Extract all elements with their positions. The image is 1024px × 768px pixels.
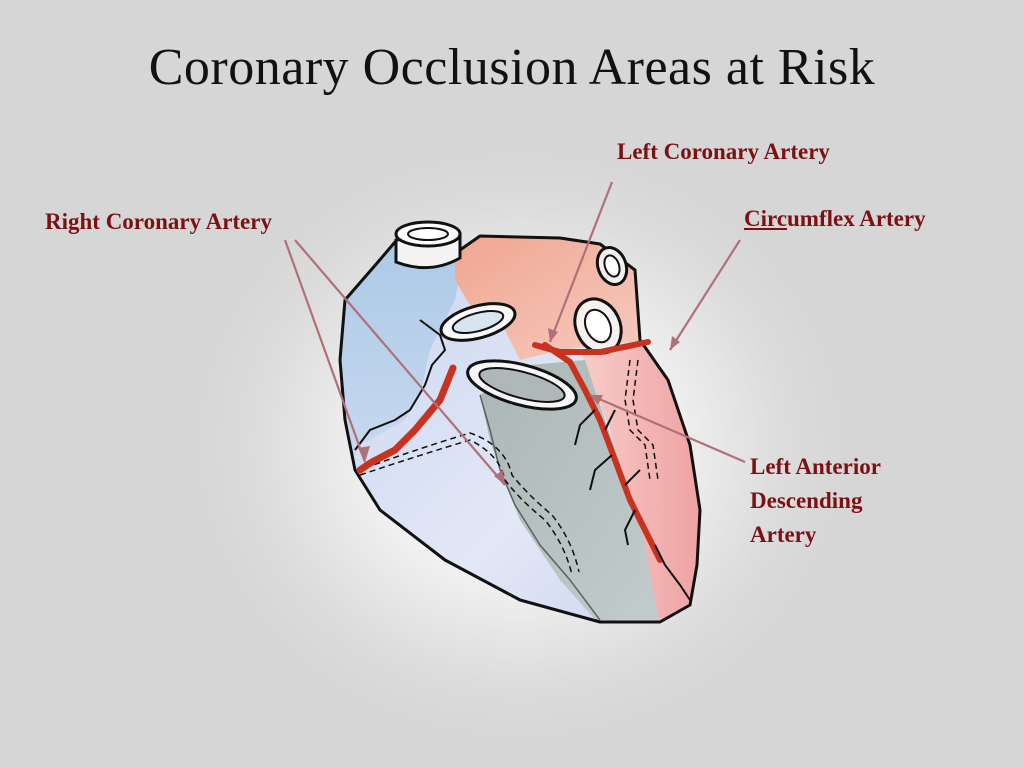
rca-pointer-1 [283,239,367,463]
lad-pointer [589,393,746,464]
coronary-arteries [356,339,663,563]
left-anterior-descending-artery [542,342,663,563]
pointer-arrowheads [358,328,680,485]
label-left-coronary-artery: Left Coronary Artery [617,139,830,164]
label-circumflex-rest: umflex Artery [787,206,926,231]
septal-border [479,394,601,621]
pointer-lines [283,181,746,486]
lca-pointer [548,181,614,343]
heart-outline [338,234,702,624]
label-right-coronary-artery: Right Coronary Artery [45,209,272,234]
label-lad-line2: Descending [750,488,863,513]
label-left-anterior-descending-artery: Left Anterior Descending Artery [750,450,881,552]
circumflex-pointer [669,239,741,351]
central-rings [439,302,578,411]
dashed-vessels [359,359,659,576]
label-circumflex-artery: Circumflex Artery [744,202,926,236]
lad-region [480,360,660,622]
lad-branches [574,409,691,601]
label-lad-line3: Artery [750,522,817,547]
label-lad-line1: Left Anterior [750,454,881,479]
heart-regions [340,236,700,622]
atrium-border [354,319,447,451]
rca-pointer-2 [294,239,506,486]
right-coronary-artery [356,364,457,474]
aorta-vessel [394,220,462,270]
slide-title: Coronary Occlusion Areas at Risk [148,39,876,96]
label-circumflex-underlined: Circ [744,206,788,231]
